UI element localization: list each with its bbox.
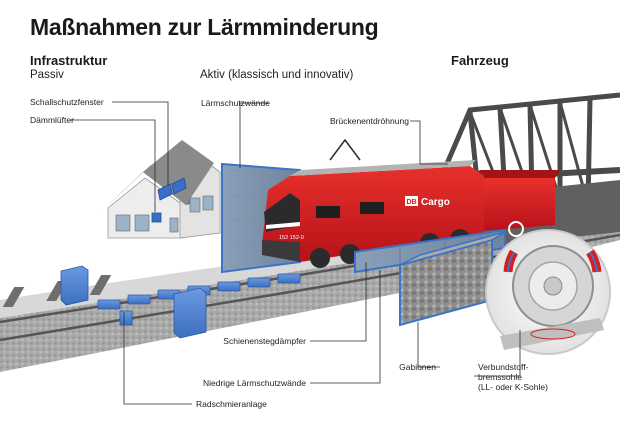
freight-wagon	[470, 170, 560, 232]
label-verbundstoff-line3: (LL- oder K-Sohle)	[478, 382, 548, 392]
gabion	[399, 231, 506, 327]
section-infrastructure: Infrastruktur	[30, 53, 108, 68]
label-daemmluefter: Dämmlüfter	[30, 115, 74, 125]
label-laermschutzwaende: Lärmschutzwände	[201, 98, 270, 108]
label-gabionen: Gabionen	[399, 362, 436, 372]
label-verbundstoff-line1: Verbundstoff-	[478, 362, 529, 372]
section-active: Aktiv (klassisch und innovativ)	[200, 69, 354, 81]
wheel-lubrication-units	[60, 265, 207, 339]
section-passive: Passiv	[30, 69, 64, 81]
page-title: Maßnahmen zur Lärmminderung	[30, 14, 379, 40]
label-niedrige-laermschutzwaende: Niedrige Lärmschutzwände	[203, 378, 306, 388]
label-verbundstoff-line2: bremssohle	[478, 372, 522, 382]
label-radschmieranlage: Radschmieranlage	[196, 399, 267, 409]
label-schienenstegdaempfer: Schienenstegdämpfer	[223, 336, 306, 346]
label-brueckenentdroehnung: Brückenentdröhnung	[330, 116, 409, 126]
locomotive	[262, 138, 484, 268]
soundproof-windows	[151, 177, 187, 223]
leader-lines	[70, 101, 521, 405]
detail-marker	[508, 221, 524, 237]
section-vehicle: Fahrzeug	[451, 53, 509, 68]
locomotive-number: 152 152-0	[279, 235, 304, 241]
svg-text:DB: DB	[406, 199, 416, 206]
brake-block-detail	[485, 229, 611, 355]
label-schallschutzfenster: Schallschutzfenster	[30, 97, 104, 107]
db-logo-badge: DB	[405, 196, 418, 206]
cargo-brand-text: Cargo	[421, 197, 450, 208]
